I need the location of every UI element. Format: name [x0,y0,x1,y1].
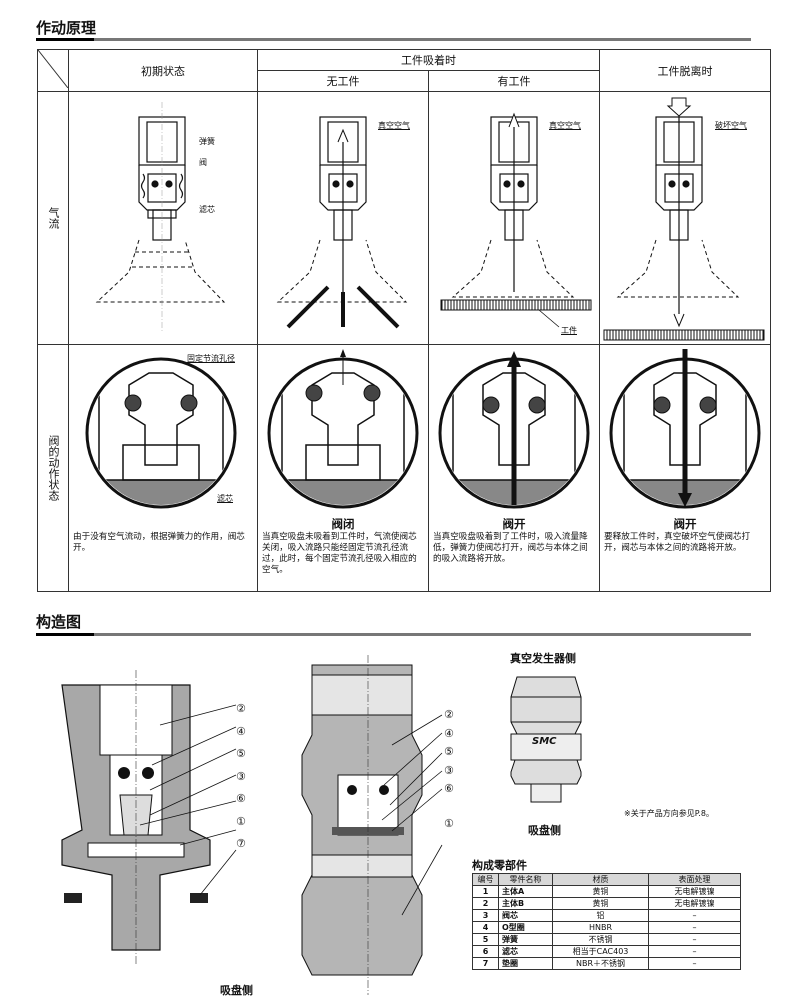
airflow-with-work: 真空空气 工件 [428,91,600,345]
parts-title: 构成零部件 [472,859,527,872]
caption-with-work: 当真空吸盘吸着到了工件时，吸入流量降低，弹簧力使阀芯打开，阀芯与本体之间的吸入流… [433,532,588,564]
fitting-drawing-no-work [276,116,408,329]
section-rule [36,38,751,41]
parts-header-material: 材质 [552,873,649,886]
state-closed: 阀闭 [331,517,355,531]
brand-logo: SMC [532,736,557,747]
label-fixed-orifice: 固定节流孔径 [187,354,235,363]
fitting-drawing-initial [95,102,226,332]
row-label-valve: 阀的动作状态 [37,344,69,592]
section-title-structure: 构造图 [36,613,82,631]
principle-table: 初期状态 工件吸着时 工件脱离时 无工件 有工件 气流 [37,49,771,592]
cross-section-middle [301,655,443,995]
valve-initial: 固定节流孔径 滤芯 由于没有空气流动，根据弹簧力的作用，阀芯开。 [68,344,258,592]
header-adsorb: 工件吸着时 [257,49,600,71]
label-pad-side: 吸盘侧 [220,984,253,997]
label-pad-side-2: 吸盘侧 [528,824,561,837]
product-view [510,676,582,803]
corner-cell [37,49,69,92]
valve-release: 阀开 要释放工件时，真空破坏空气使阀芯打开，阀芯与本体之间的流路将开放。 [599,344,771,592]
label-filter: 滤芯 [199,205,215,214]
row-label-airflow: 气流 [37,91,69,345]
label-valve: 阀 [199,158,207,167]
state-open-1: 阀开 [502,517,526,531]
header-initial: 初期状态 [68,49,258,92]
label-workpiece: 工件 [561,326,577,335]
direction-note: ※关于产品方向参见P.8。 [624,809,714,818]
section-rule-2 [36,633,751,636]
label-break-air: 破坏空气 [715,121,747,130]
label-vacuum-side: 真空发生器侧 [510,652,576,665]
airflow-initial: 弹簧 阀 滤芯 [68,91,258,345]
valve-circle-with-work [438,351,590,509]
label-vacuum-air-1: 真空空气 [378,121,410,130]
airflow-no-work: 真空空气 [257,91,429,345]
caption-no-work: 当真空吸盘未吸着到工件时，气流使阀芯关闭，吸入流路只能经固定节流孔径流过，此时，… [262,532,417,575]
caption-initial: 由于没有空气流动，根据弹簧力的作用，阀芯开。 [73,532,245,553]
label-spring: 弹簧 [199,137,215,146]
section-title-principle: 作动原理 [36,19,97,37]
header-release: 工件脱离时 [599,49,771,92]
valve-circle-initial [85,357,237,509]
state-open-2: 阀开 [673,517,697,531]
label-valve-filter: 滤芯 [217,494,233,503]
fitting-drawing-release [603,97,765,341]
header-with-work: 有工件 [428,70,600,92]
cross-section-left [61,670,237,965]
valve-no-work: 阀闭 当真空吸盘未吸着到工件时，气流使阀芯关闭，吸入流路只能经固定节流孔径流过，… [257,344,429,592]
airflow-release: 破坏空气 [599,91,771,345]
valve-with-work: 阀开 当真空吸盘吸着到了工件时，吸入流量降低，弹簧力使阀芯打开，阀芯与本体之间的… [428,344,600,592]
parts-header-no: 编号 [472,873,499,886]
valve-circle-release [609,349,761,509]
label-vacuum-air-2: 真空空气 [549,121,581,130]
header-no-work: 无工件 [257,70,429,92]
fitting-drawing-with-work [440,112,592,328]
valve-circle-no-work [267,349,419,509]
parts-header-name: 零件名称 [498,873,553,886]
caption-release: 要释放工件时，真空破坏空气使阀芯打开，阀芯与本体之间的流路将开放。 [604,532,751,553]
parts-header-finish: 表面处理 [648,873,741,886]
